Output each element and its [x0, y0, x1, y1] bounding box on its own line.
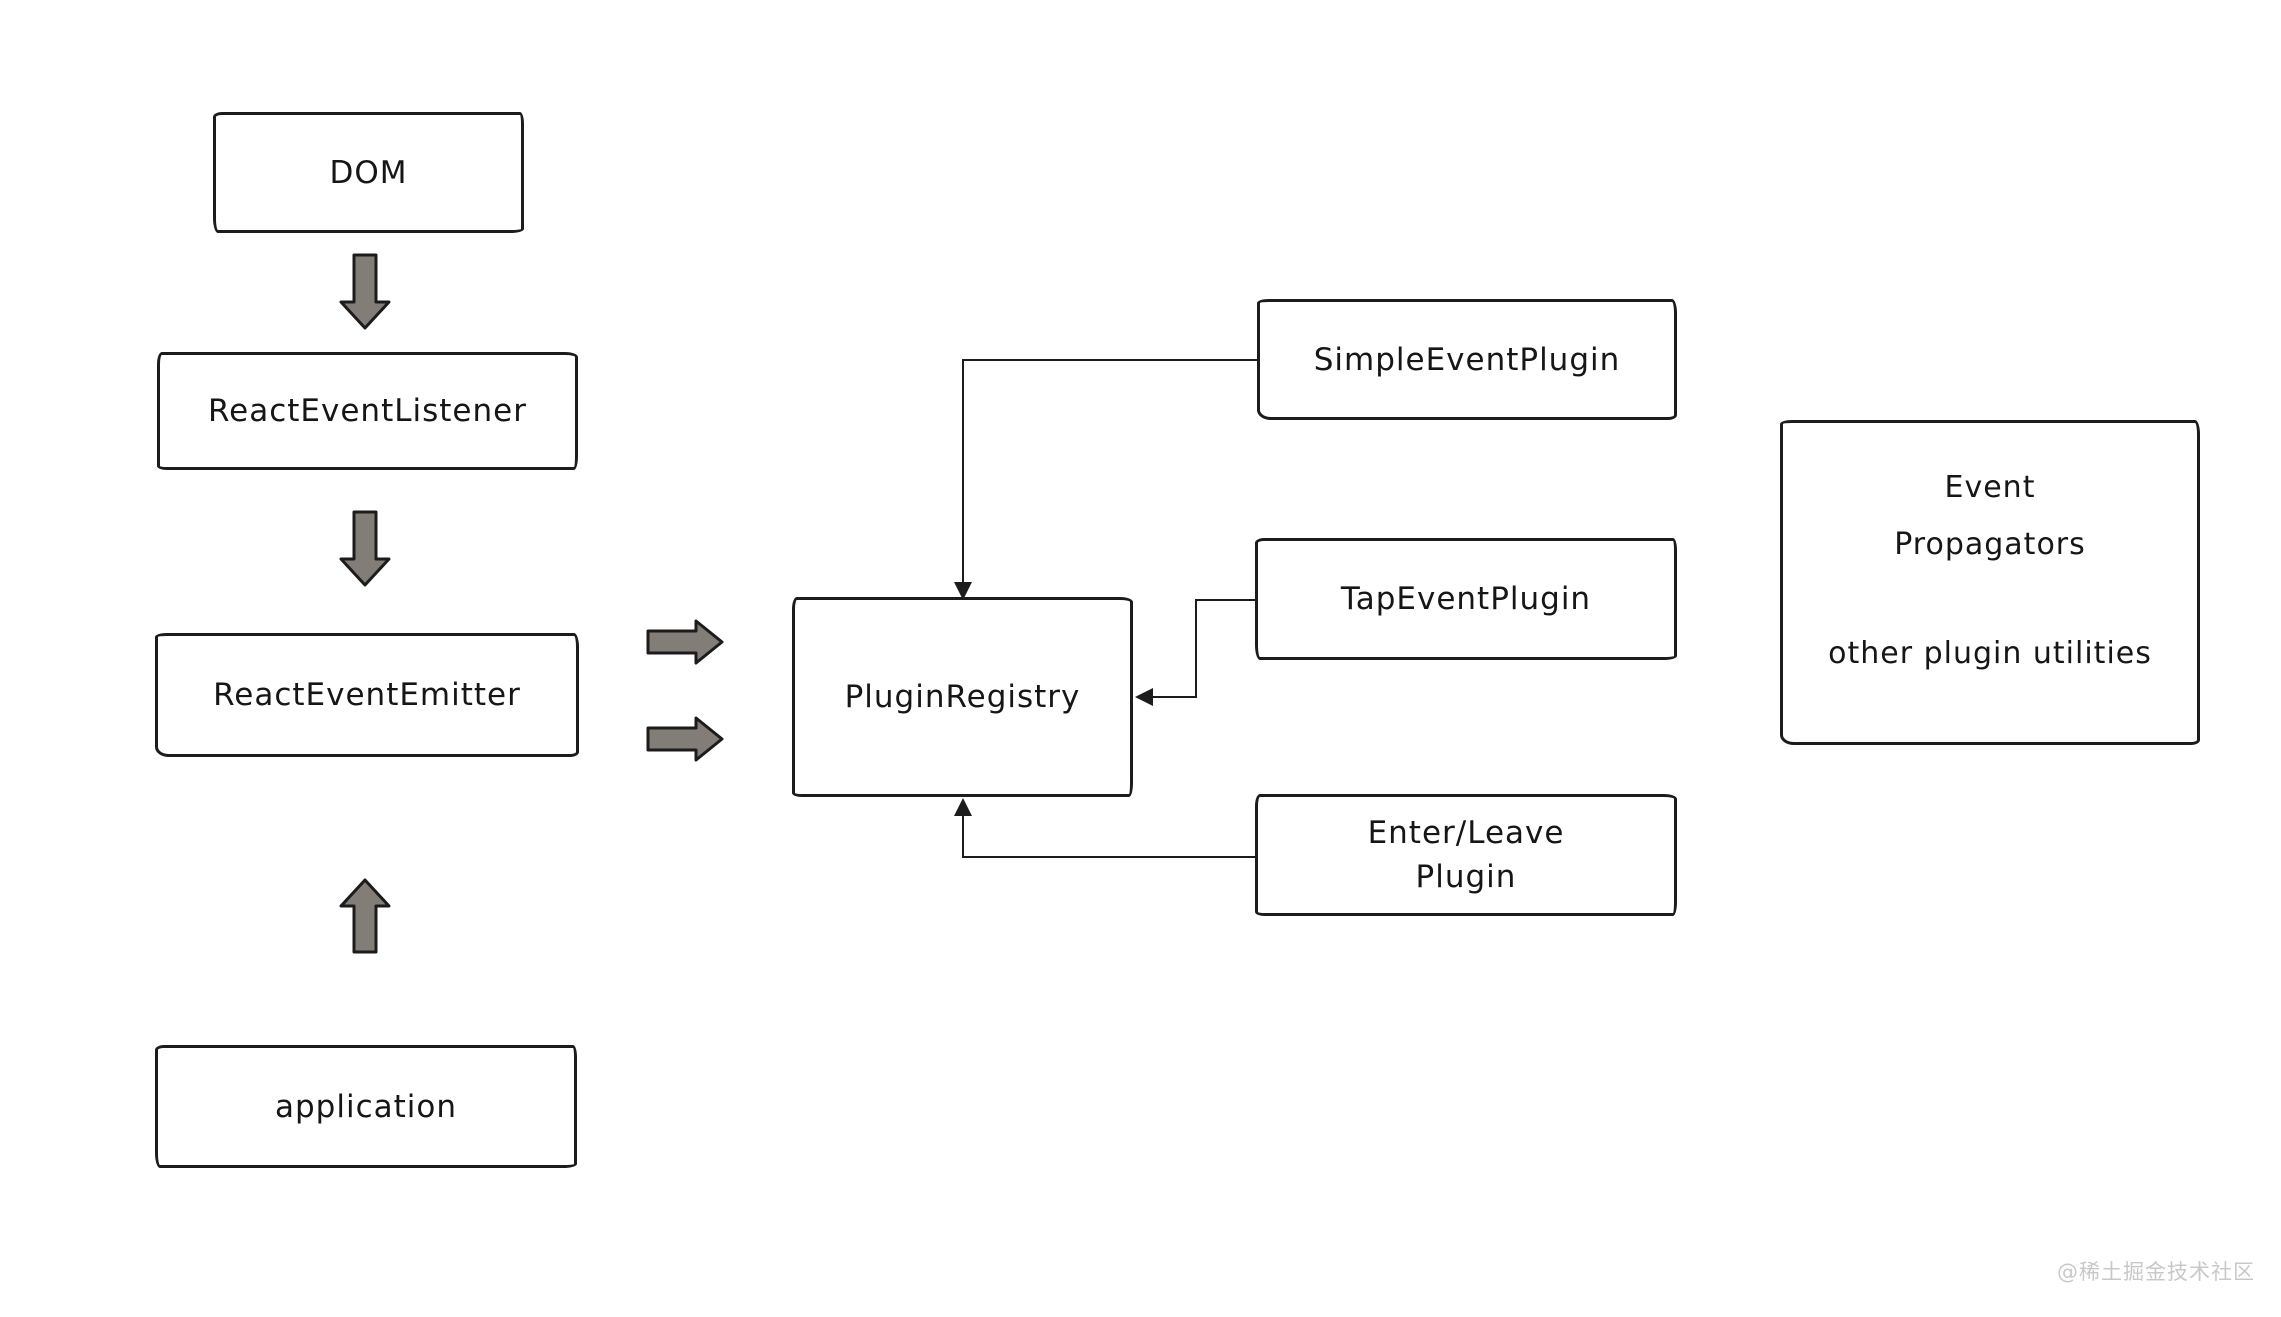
node-event-propagators-line2: Propagators	[1894, 527, 2086, 562]
connector-simple-arrowhead-icon	[954, 582, 972, 600]
node-react-event-emitter: ReactEventEmitter	[155, 633, 579, 757]
node-enter-leave-plugin-line2: Plugin	[1415, 859, 1517, 895]
node-dom: DOM	[213, 112, 524, 233]
connector-tap-arrowhead-icon	[1135, 688, 1153, 706]
node-event-propagators-line1: Event	[1944, 470, 2036, 505]
node-enter-leave-plugin-line1: Enter/Leave	[1367, 815, 1565, 851]
node-application-label: application	[275, 1088, 457, 1125]
connector-enterleave-to-registry	[962, 814, 1255, 858]
node-plugin-registry: PluginRegistry	[792, 597, 1133, 797]
connector-tap-to-registry	[1151, 599, 1255, 698]
node-react-event-listener-label: ReactEventListener	[208, 393, 527, 429]
node-dom-label: DOM	[329, 154, 408, 191]
node-event-propagators: Event Propagators other plugin utilities	[1780, 420, 2200, 745]
arrow-listener-to-emitter-icon	[339, 510, 391, 587]
node-application: application	[155, 1045, 577, 1168]
node-tap-event-plugin: TapEventPlugin	[1255, 538, 1677, 660]
node-simple-event-plugin: SimpleEventPlugin	[1257, 299, 1677, 420]
connector-simple-to-registry	[962, 359, 1257, 584]
node-simple-event-plugin-label: SimpleEventPlugin	[1313, 341, 1621, 378]
node-react-event-listener: ReactEventListener	[157, 352, 578, 470]
watermark: @稀土掘金技术社区	[2057, 1260, 2255, 1284]
connector-enterleave-arrowhead-icon	[954, 798, 972, 816]
arrow-emitter-to-registry-bottom-icon	[646, 716, 724, 762]
arrow-emitter-to-registry-top-icon	[646, 619, 724, 665]
node-plugin-registry-label: PluginRegistry	[844, 679, 1081, 715]
node-tap-event-plugin-label: TapEventPlugin	[1340, 581, 1592, 617]
node-enter-leave-plugin: Enter/Leave Plugin	[1255, 794, 1677, 916]
arrow-application-to-emitter-icon	[339, 878, 391, 954]
node-react-event-emitter-label: ReactEventEmitter	[213, 677, 521, 713]
arrow-dom-to-listener-icon	[339, 253, 391, 330]
node-event-propagators-line3: other plugin utilities	[1828, 636, 2152, 671]
